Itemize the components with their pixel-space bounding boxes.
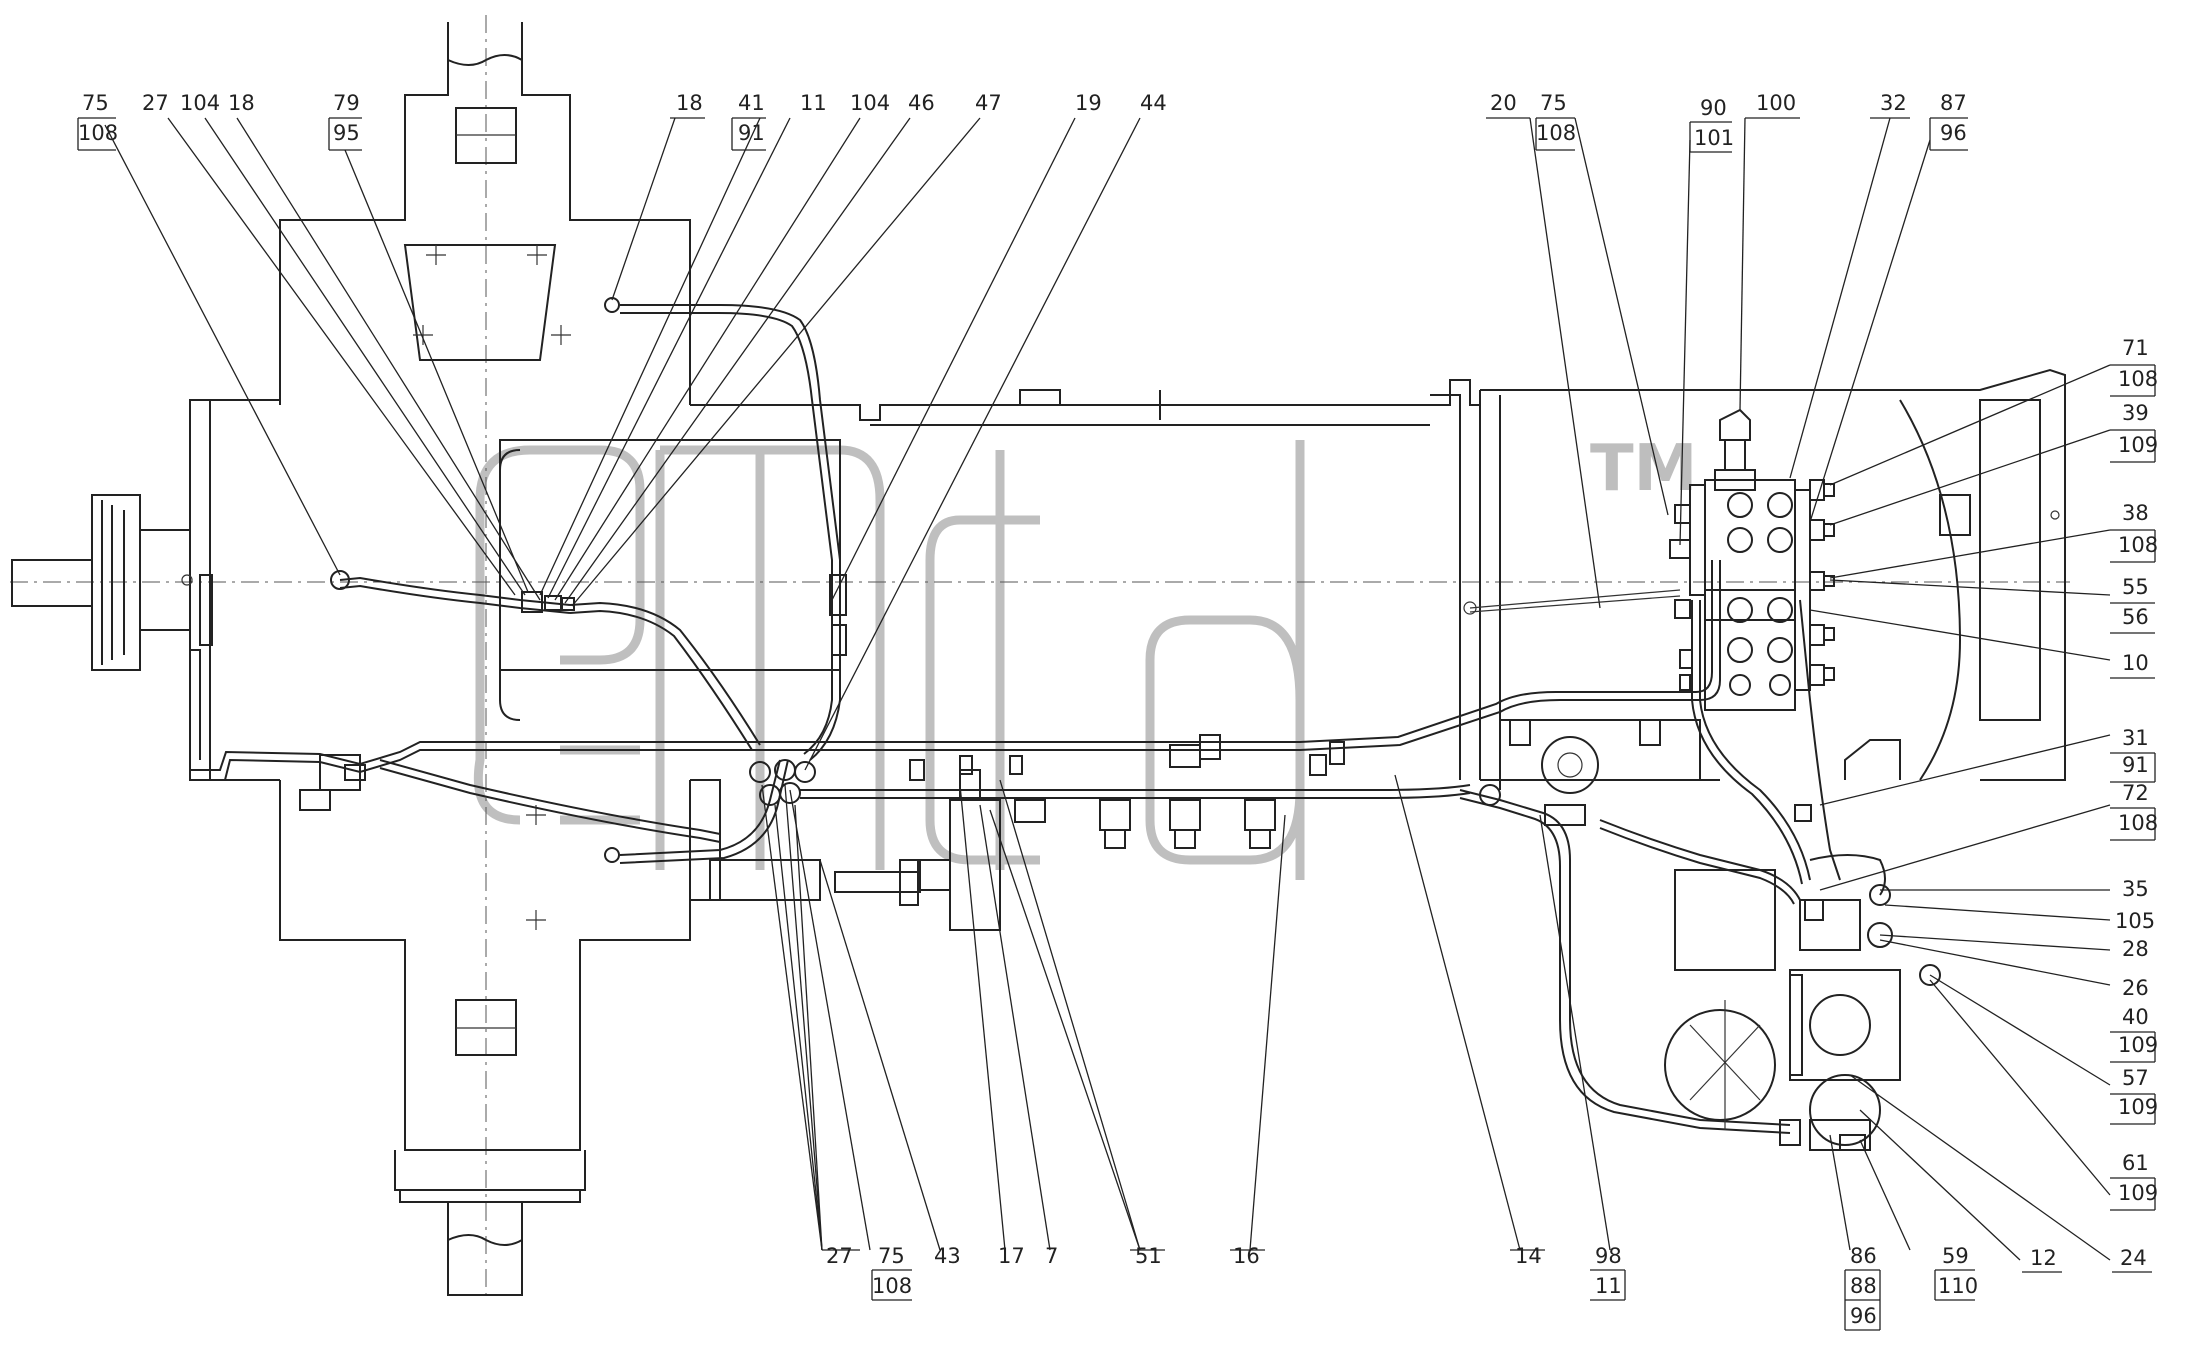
callout-c13: 44 — [1140, 91, 1167, 115]
callout-r1-b: 108 — [2118, 367, 2158, 391]
callout-c5-b: 95 — [333, 121, 360, 145]
leader-lines — [104, 117, 2111, 1261]
axle-housing — [10, 15, 2070, 1296]
callout-r13: 40 — [2122, 1005, 2149, 1029]
callout-b11-b: 110 — [1938, 1274, 1978, 1298]
callout-b12: 12 — [2030, 1246, 2057, 1270]
callout-c19: 87 — [1940, 91, 1967, 115]
callout-r7-b: 91 — [2122, 753, 2149, 777]
callout-r13-b: 109 — [2118, 1033, 2158, 1057]
callout-c15-b: 108 — [1536, 121, 1576, 145]
callout-r15: 61 — [2122, 1151, 2149, 1175]
callout-r3-b: 108 — [2118, 533, 2158, 557]
callout-c15: 75 — [1540, 91, 1567, 115]
callout-b13: 24 — [2120, 1246, 2147, 1270]
callout-c3: 104 — [180, 91, 220, 115]
callouts-right: 71 108 39 109 38 108 55 56 10 31 91 72 1… — [2110, 336, 2158, 1211]
callouts-bottom: 27 75 108 43 17 7 51 16 14 98 11 86 88 9… — [822, 1244, 2152, 1331]
callout-r2-b: 109 — [2118, 433, 2158, 457]
callout-c16-b: 101 — [1694, 126, 1734, 150]
callout-r11: 28 — [2122, 937, 2149, 961]
pipe-fittings — [299, 297, 1891, 931]
callout-r9: 35 — [2122, 877, 2149, 901]
callout-r8: 72 — [2122, 781, 2149, 805]
callout-b2: 75 — [878, 1244, 905, 1268]
watermark-logo: TM — [473, 432, 1697, 880]
callout-b3: 43 — [934, 1244, 961, 1268]
callout-c1: 75 — [82, 91, 109, 115]
callout-b2-b: 108 — [872, 1274, 912, 1298]
callout-r4: 55 — [2122, 575, 2149, 599]
callout-c17: 100 — [1756, 91, 1796, 115]
callout-c6: 18 — [676, 91, 703, 115]
callout-c19-b: 96 — [1940, 121, 1967, 145]
callout-r3: 38 — [2122, 501, 2149, 525]
callout-r8-b: 108 — [2118, 811, 2158, 835]
callouts-top: 75 108 27 104 18 79 95 18 41 91 11 104 4… — [77, 91, 1968, 153]
pto-flange — [11, 399, 280, 781]
callout-c9: 104 — [850, 91, 890, 115]
callout-b8: 14 — [1515, 1244, 1542, 1268]
callout-c7: 41 — [738, 91, 765, 115]
callout-b6: 51 — [1135, 1244, 1162, 1268]
callout-c2: 27 — [142, 91, 169, 115]
callout-r15-b: 109 — [2118, 1181, 2158, 1205]
callout-b1: 27 — [826, 1244, 853, 1268]
pump-and-tank — [1664, 869, 1941, 1151]
callout-c4: 18 — [228, 91, 255, 115]
callout-r5: 56 — [2122, 605, 2149, 629]
callout-c14: 20 — [1490, 91, 1517, 115]
callout-b9-b: 11 — [1595, 1274, 1622, 1298]
callout-r7: 31 — [2122, 726, 2149, 750]
callout-b7: 16 — [1233, 1244, 1260, 1268]
callout-b4: 17 — [998, 1244, 1025, 1268]
callout-r1: 71 — [2122, 336, 2149, 360]
callout-b5: 7 — [1045, 1244, 1058, 1268]
callout-c11: 47 — [975, 91, 1002, 115]
callout-b11: 59 — [1942, 1244, 1969, 1268]
callout-b10-b: 96 — [1850, 1304, 1877, 1328]
callout-c18: 32 — [1880, 91, 1907, 115]
callout-r6: 10 — [2122, 651, 2149, 675]
callout-c5: 79 — [333, 91, 360, 115]
callout-c1-b: 108 — [78, 121, 118, 145]
callout-r14: 57 — [2122, 1066, 2149, 1090]
callout-c16: 90 — [1700, 96, 1727, 120]
hydraulic-pipes — [190, 304, 1886, 1134]
callout-r14-b: 109 — [2118, 1095, 2158, 1119]
watermark-trademark: TM — [1590, 432, 1697, 506]
callout-b10-m: 88 — [1850, 1274, 1877, 1298]
callout-b10: 86 — [1850, 1244, 1877, 1268]
callout-c10: 46 — [908, 91, 935, 115]
transmission-housing — [690, 368, 2066, 794]
callout-c7-b: 91 — [738, 121, 765, 145]
callout-r2: 39 — [2122, 401, 2149, 425]
callout-r10: 105 — [2115, 909, 2155, 933]
callout-c8: 11 — [800, 91, 827, 115]
callout-b9: 98 — [1595, 1244, 1622, 1268]
callout-r12: 26 — [2122, 976, 2149, 1000]
callout-c12: 19 — [1075, 91, 1102, 115]
